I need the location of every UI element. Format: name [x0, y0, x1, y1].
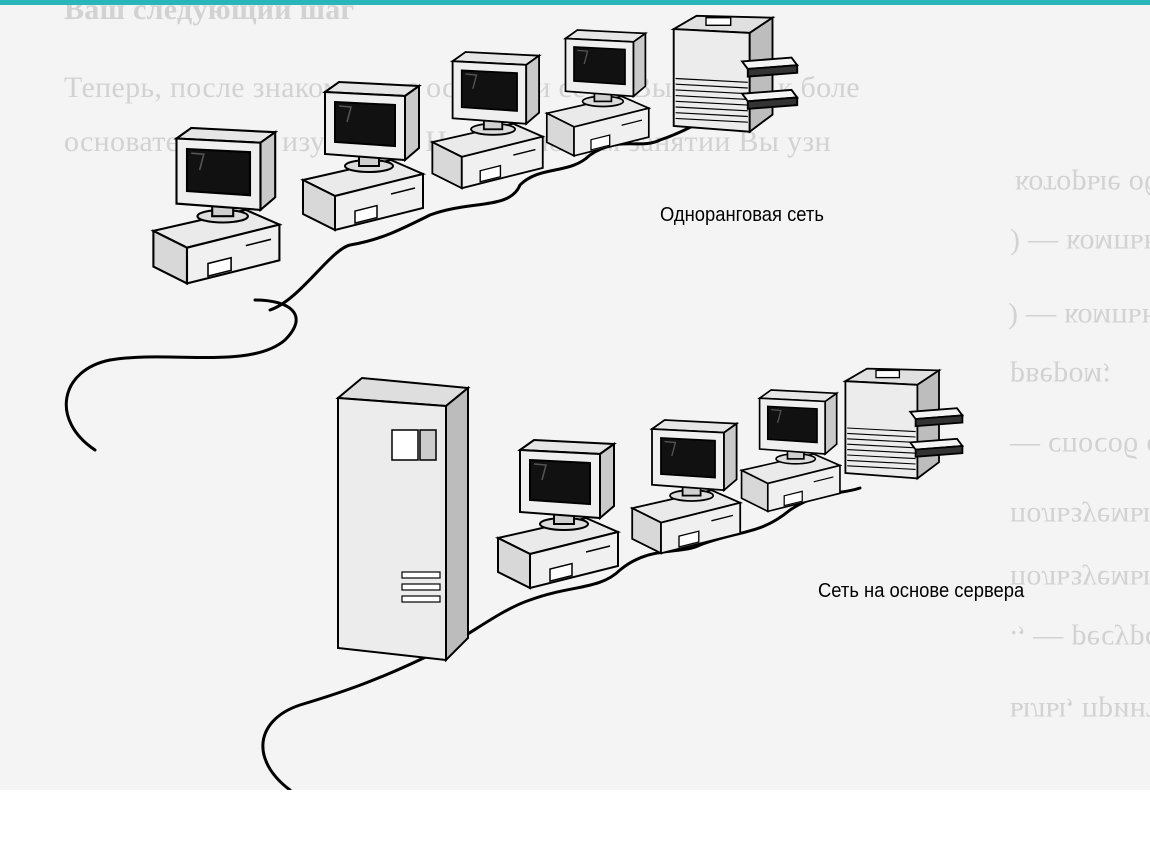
server-client-computer-icon — [631, 419, 742, 555]
peer-computer-icon — [152, 126, 281, 285]
bottom-margin — [0, 790, 1150, 864]
server-cable — [261, 486, 862, 792]
server-network — [261, 367, 964, 792]
peer-network — [64, 14, 799, 452]
server-client-computer-icon — [497, 439, 619, 589]
peer-computer-icon — [431, 51, 544, 190]
server-client-computer-icon — [740, 389, 841, 513]
server-printer-icon — [844, 367, 964, 480]
peer-cable — [64, 116, 714, 452]
peer-computer-icon — [545, 29, 650, 157]
peer-printer-icon — [672, 14, 799, 133]
peer-computer-icon — [302, 81, 424, 231]
bg-text-heading: Ваш следующий шаг — [64, 5, 355, 26]
top-accent-bar — [0, 0, 1150, 5]
server-tower-icon — [335, 376, 471, 663]
peer-network-label: Одноранговая сеть — [660, 204, 824, 226]
server-network-label: Сеть на основе сервера — [818, 580, 1025, 602]
